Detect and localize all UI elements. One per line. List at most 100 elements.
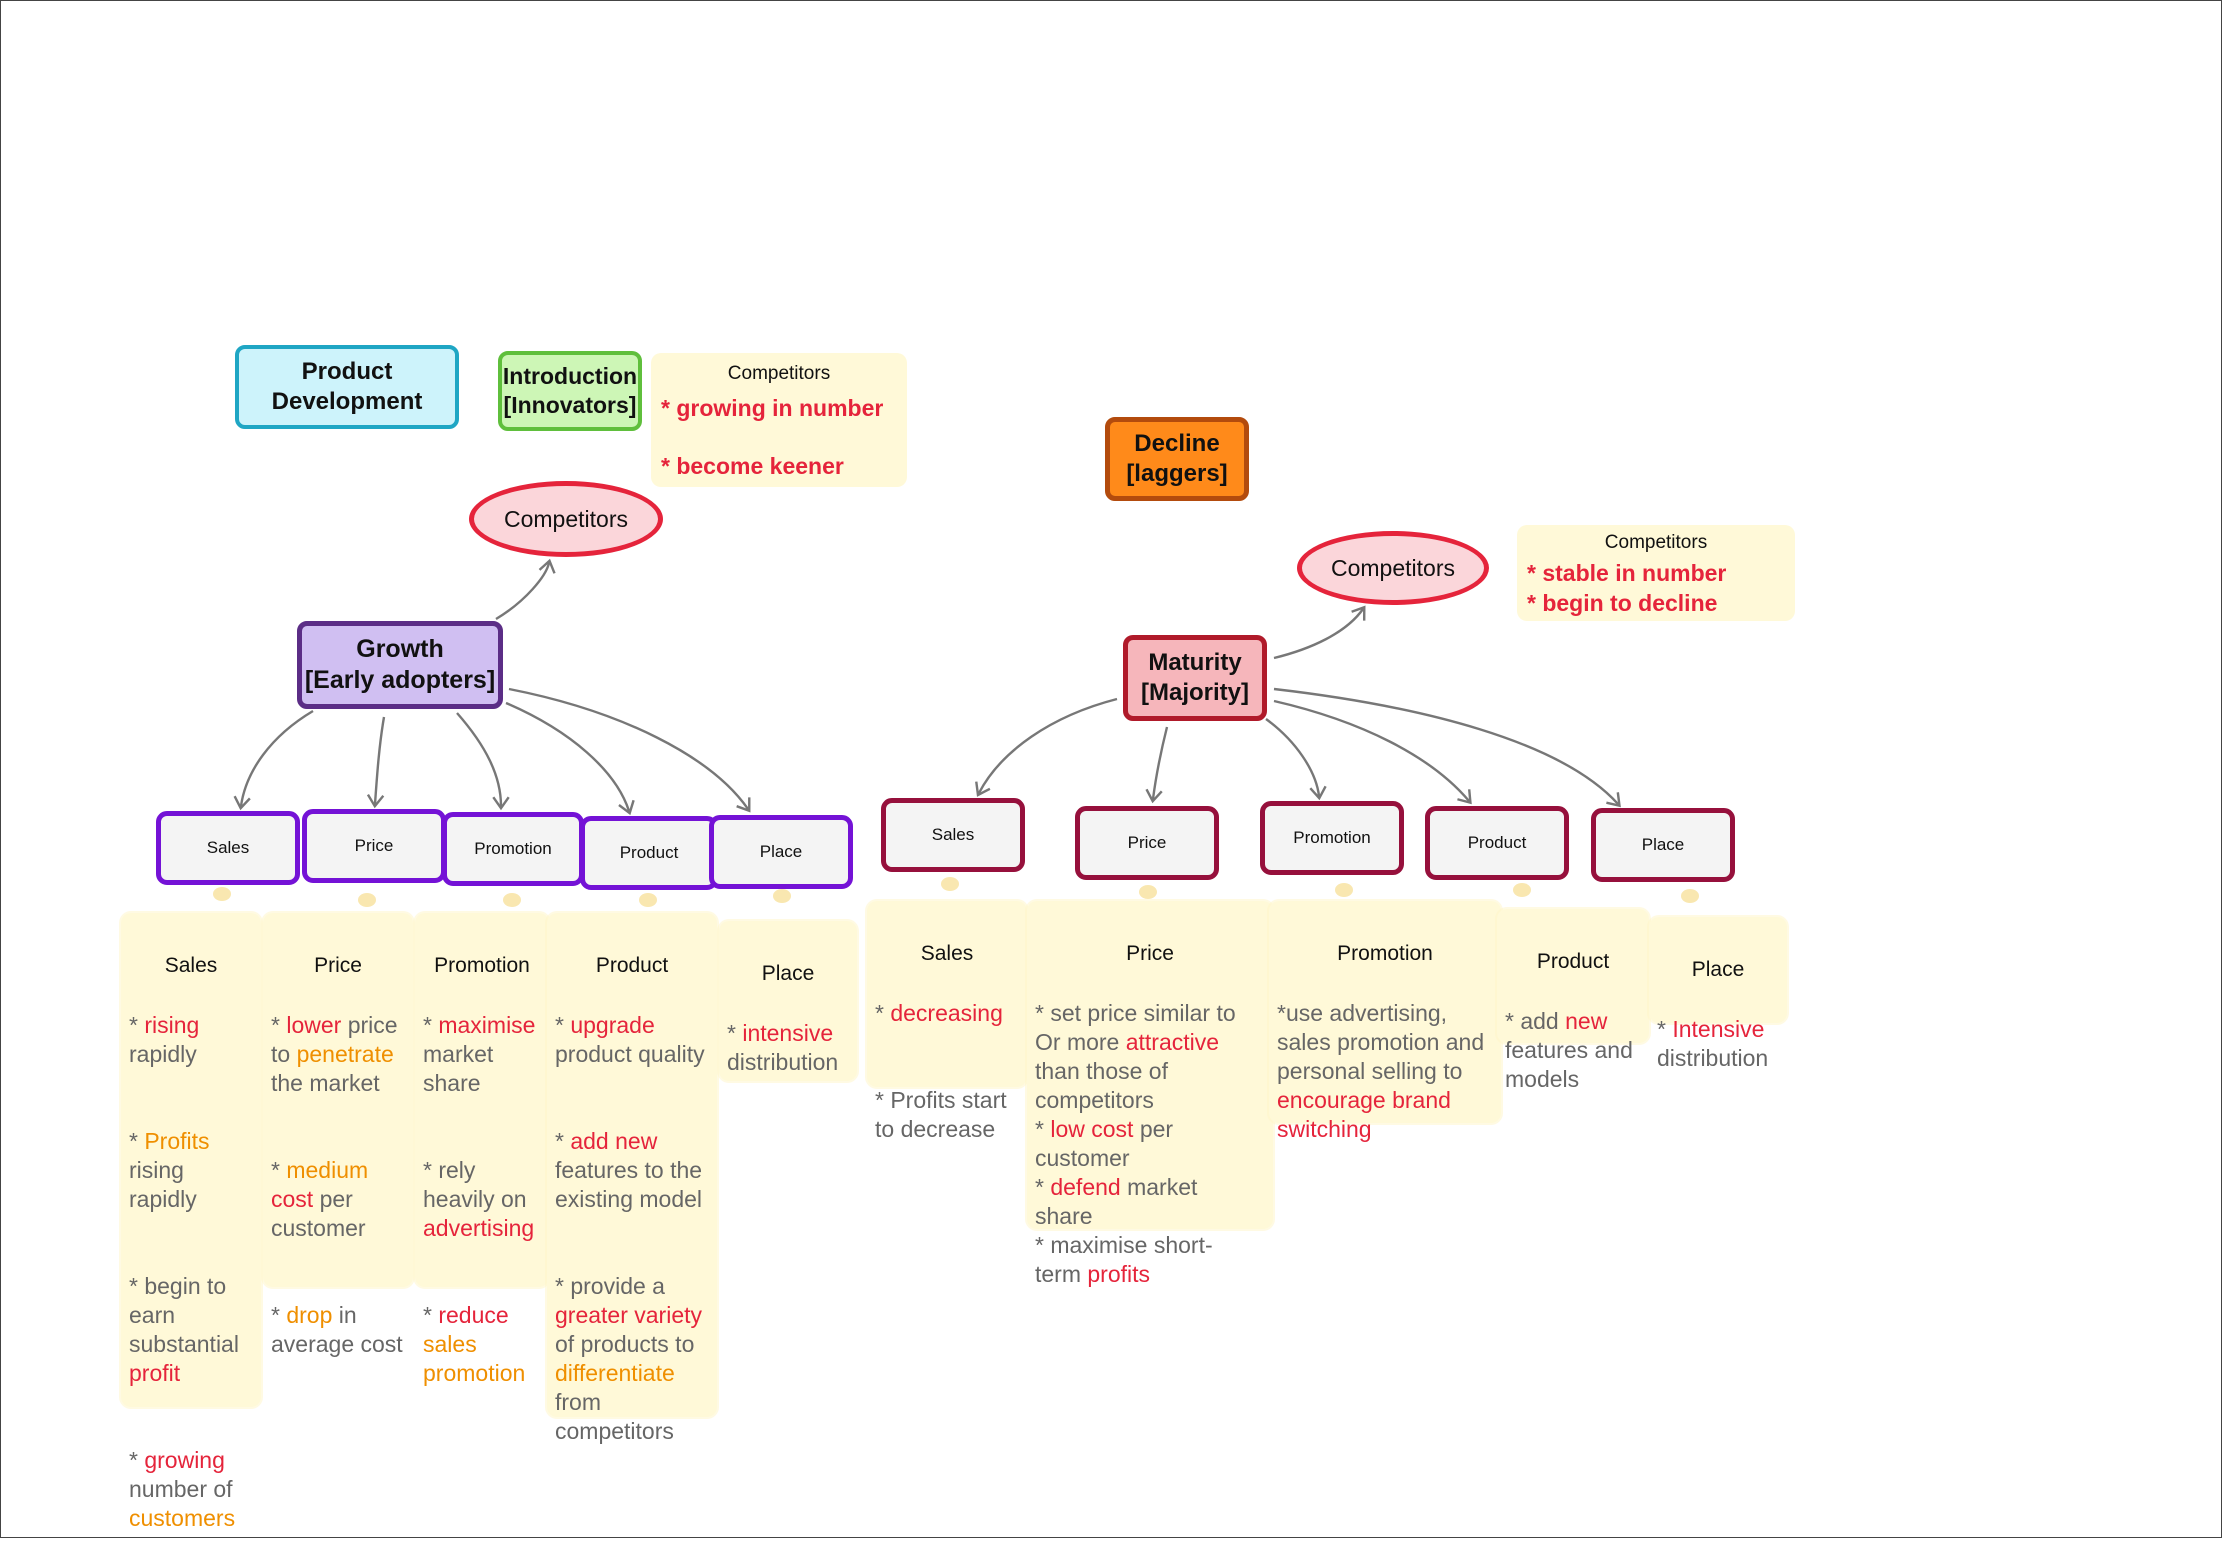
growth-place-node[interactable]: Place bbox=[709, 815, 853, 889]
note-item: * Profits rising rapidly bbox=[129, 1128, 210, 1212]
note-item: * set price similar to Or more attractiv… bbox=[1035, 1000, 1236, 1287]
edge-maturity-promotion bbox=[1265, 718, 1327, 801]
highlight: drop bbox=[286, 1302, 333, 1328]
note-connector bbox=[503, 893, 521, 907]
highlight: reduce bbox=[438, 1302, 509, 1328]
growth-price-node[interactable]: Price bbox=[302, 809, 446, 883]
highlight: maximise bbox=[438, 1012, 536, 1038]
growth-product-node[interactable]: Product bbox=[580, 816, 718, 890]
text: rising rapidly bbox=[129, 1157, 197, 1212]
highlight: attractive bbox=[1125, 1029, 1220, 1055]
text: * maximise short- term bbox=[1035, 1232, 1213, 1287]
maturity-product-node[interactable]: Product bbox=[1425, 806, 1569, 880]
note-item: * begin to earn substantial profit bbox=[129, 1272, 253, 1388]
note-item: * drop in average cost bbox=[271, 1302, 403, 1357]
note-connector bbox=[941, 877, 959, 891]
text: product quality bbox=[555, 1041, 705, 1067]
edge-maturity-place bbox=[1273, 687, 1621, 808]
highlight: cost bbox=[271, 1186, 314, 1212]
stage-product-development[interactable]: Product Development bbox=[235, 345, 459, 429]
text: * rely heavily on bbox=[423, 1157, 527, 1212]
note-title: Competitors bbox=[1604, 532, 1708, 553]
maturity-place-node[interactable]: Place bbox=[1591, 808, 1735, 882]
highlight: Profits bbox=[144, 1128, 210, 1154]
highlight: Intensive bbox=[1672, 1016, 1765, 1042]
highlight: defend bbox=[1050, 1174, 1121, 1200]
highlight: greater variety bbox=[555, 1302, 703, 1328]
maturity-promotion-node[interactable]: Promotion bbox=[1260, 801, 1404, 875]
text: * set price similar to Or more bbox=[1035, 1000, 1236, 1055]
maturity-sales-note: Sales * decreasing * Profits start to de… bbox=[867, 901, 1027, 1142]
note-title: Place bbox=[761, 962, 815, 985]
growth-competitors-node[interactable]: Competitors bbox=[469, 481, 663, 557]
text: in average cost bbox=[271, 1302, 403, 1357]
highlight: low cost bbox=[1050, 1116, 1134, 1142]
highlight: profits bbox=[1087, 1261, 1151, 1287]
edge-growth-competitors bbox=[495, 558, 556, 621]
text: * Profits start to decrease bbox=[875, 1087, 1007, 1142]
maturity-competitors-node[interactable]: Competitors bbox=[1297, 531, 1489, 605]
text: from competitors bbox=[555, 1389, 674, 1444]
edge-maturity-product bbox=[1273, 699, 1472, 805]
growth-product-note: Product * upgrade product quality * add … bbox=[547, 913, 717, 1444]
note-title: Sales bbox=[164, 954, 218, 977]
text: features to the existing model bbox=[555, 1157, 703, 1212]
maturity-sales-node[interactable]: Sales bbox=[881, 798, 1025, 872]
note-item: * medium cost per customer bbox=[271, 1157, 369, 1241]
edge-growth-promotion bbox=[456, 712, 510, 811]
note-title: Promotion bbox=[434, 954, 530, 977]
edge-growth-sales bbox=[233, 709, 314, 811]
note-line: * begin to decline bbox=[1527, 590, 1718, 616]
text: market share bbox=[1035, 1174, 1198, 1229]
maturity-price-node[interactable]: Price bbox=[1075, 806, 1219, 880]
highlight: medium bbox=[286, 1157, 369, 1183]
stage-introduction[interactable]: Introduction [Innovators] bbox=[498, 351, 642, 431]
text: *use advertising, sales promotion and pe… bbox=[1277, 1000, 1485, 1084]
text: price to bbox=[271, 1012, 398, 1067]
highlight: promotion bbox=[423, 1360, 526, 1386]
highlight: intensive bbox=[742, 1020, 834, 1046]
note-item: * growing number of customers bbox=[129, 1447, 236, 1531]
note-title: Competitors bbox=[727, 363, 831, 384]
stage-maturity[interactable]: Maturity [Majority] bbox=[1123, 635, 1267, 721]
edge-maturity-competitors bbox=[1273, 605, 1366, 660]
highlight: advertising bbox=[423, 1215, 535, 1241]
note-line: * become keener bbox=[661, 453, 844, 479]
maturity-price-note: Price * set price similar to Or more att… bbox=[1027, 901, 1273, 1287]
text: number of bbox=[129, 1476, 233, 1502]
note-connector bbox=[1139, 885, 1157, 899]
stage-growth[interactable]: Growth [Early adopters] bbox=[297, 621, 503, 709]
growth-sales-note: Sales * rising rapidly * Profits rising … bbox=[121, 913, 261, 1531]
note-line: * stable in number bbox=[1527, 560, 1727, 586]
text: distribution bbox=[727, 1049, 839, 1075]
note-title: Sales bbox=[920, 942, 974, 965]
maturity-place-note: Place * Intensive distribution bbox=[1649, 917, 1787, 1071]
note-item: * add new features to the existing model bbox=[555, 1128, 703, 1212]
growth-sales-node[interactable]: Sales bbox=[156, 811, 300, 885]
stage-decline[interactable]: Decline [laggers] bbox=[1105, 417, 1249, 501]
note-connector bbox=[358, 893, 376, 907]
note-title: Product bbox=[1536, 950, 1610, 973]
growth-promotion-node[interactable]: Promotion bbox=[442, 812, 584, 886]
text: * provide a bbox=[555, 1273, 665, 1299]
edge-growth-place bbox=[508, 687, 751, 813]
highlight: decreasing bbox=[890, 1000, 1003, 1026]
note-line: * growing in number bbox=[661, 395, 884, 421]
text: per customer bbox=[1035, 1116, 1174, 1171]
text: rapidly bbox=[129, 1041, 197, 1067]
note-connector bbox=[639, 893, 657, 907]
note-item: * maximise market share bbox=[423, 1012, 536, 1096]
note-item: * Intensive distribution bbox=[1657, 1016, 1769, 1071]
highlight: growing bbox=[144, 1447, 225, 1473]
text: * add bbox=[1505, 1008, 1566, 1034]
edge-maturity-sales bbox=[975, 697, 1118, 797]
note-item: * decreasing bbox=[875, 1000, 1003, 1026]
highlight: encourage brand switching bbox=[1277, 1087, 1451, 1142]
edge-growth-product bbox=[505, 701, 635, 816]
growth-competitors-note: Competitors * growing in number * become… bbox=[651, 353, 907, 487]
note-connector bbox=[1513, 883, 1531, 897]
note-item: * upgrade product quality bbox=[555, 1012, 705, 1067]
edge-maturity-price bbox=[1145, 726, 1169, 804]
maturity-promotion-note: Promotion *use advertising, sales promot… bbox=[1269, 901, 1501, 1142]
note-item: * intensive distribution bbox=[727, 1020, 839, 1075]
